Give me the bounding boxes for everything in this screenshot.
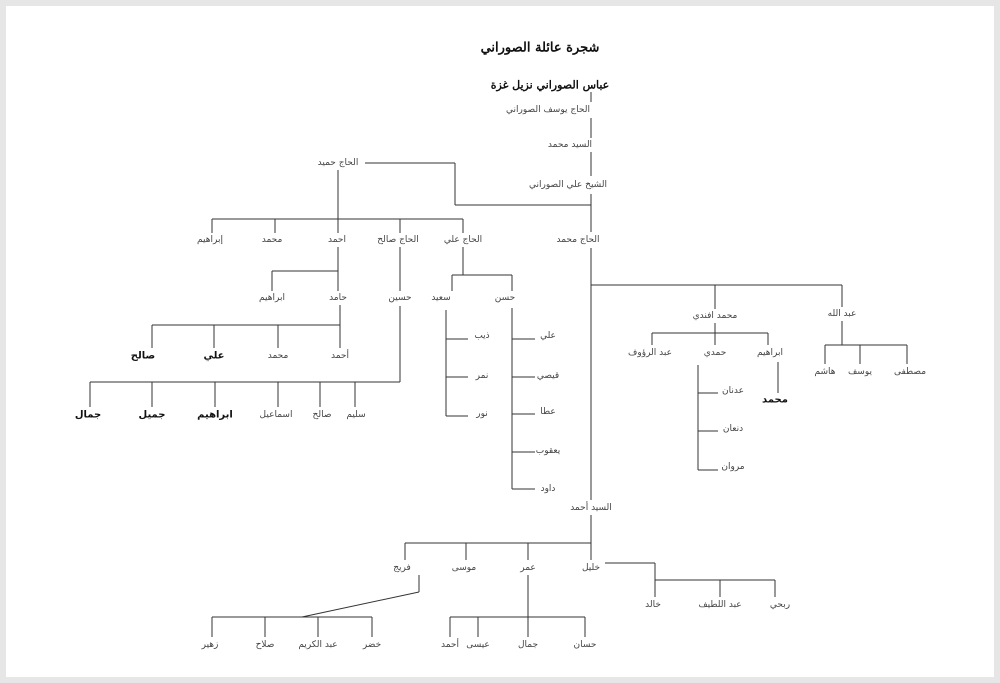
person: محمد <box>261 235 283 245</box>
person: داود <box>540 484 556 494</box>
person: عبد الله <box>827 309 857 319</box>
person: الحاج حميد <box>317 158 359 168</box>
person: قيصي <box>536 371 560 381</box>
person: نور <box>476 409 488 419</box>
person: دنعان <box>722 424 744 434</box>
person: خضر <box>362 640 382 650</box>
person: مصطفى <box>893 367 927 377</box>
person: اسماعيل <box>259 410 293 420</box>
person: جمال <box>74 409 102 421</box>
person: سعيد <box>431 293 451 303</box>
person: السيد محمد <box>547 140 593 150</box>
person: عيسى <box>466 640 490 650</box>
person: جمال <box>517 640 539 650</box>
person: عبد الرؤوف <box>628 348 672 358</box>
person: حسين <box>388 293 412 303</box>
person: هاشم <box>814 367 836 377</box>
person: فريج <box>393 563 411 573</box>
person: الحاج محمد <box>556 235 600 245</box>
person: يعقوب <box>535 446 561 456</box>
person: احمد <box>328 235 346 245</box>
person: محمد <box>762 394 788 406</box>
person: موسى <box>451 563 477 573</box>
person: حامد <box>329 293 347 303</box>
person: السيد أحمد <box>570 503 612 513</box>
person: جميل <box>138 409 166 421</box>
person: أحمد <box>441 640 459 650</box>
person: ابراهيم <box>259 293 285 303</box>
person: ابراهيم <box>757 348 783 358</box>
person: عمر <box>520 563 536 573</box>
person: ابراهيم <box>197 409 233 421</box>
person: حسان <box>573 640 597 650</box>
person: محمد <box>267 351 289 361</box>
person: يوسف <box>847 367 873 377</box>
person: عطا <box>540 407 556 417</box>
person: ذيب <box>474 331 490 341</box>
person: علي <box>203 350 225 362</box>
person: زهير <box>201 640 219 650</box>
person: صالح <box>130 350 156 362</box>
family-tree-sheet <box>6 6 994 677</box>
person: عدنان <box>722 386 744 396</box>
person: صالح <box>312 410 332 420</box>
person: الحاج يوسف الصوراني <box>506 105 590 115</box>
person: سليم <box>346 410 366 420</box>
person: عبد الكريم <box>298 640 338 650</box>
person: صلاح <box>255 640 275 650</box>
tree-title: شجرة عائلة الصوراني <box>480 40 600 56</box>
person: الحاج صالح <box>377 235 419 245</box>
person: إبراهيم <box>197 235 223 245</box>
person: الحاج علي <box>443 235 483 245</box>
person: خالد <box>645 600 661 610</box>
person: عبد اللطيف <box>698 600 742 610</box>
person: خليل <box>581 563 601 573</box>
person: حمدي <box>703 348 727 358</box>
person: حسن <box>494 293 516 303</box>
person: نمر <box>475 371 489 381</box>
person: علي <box>540 331 556 341</box>
person: محمد افندي <box>692 311 738 321</box>
person-root: عباس الصوراني نزيل غزة <box>490 78 610 92</box>
person: ربحي <box>769 600 791 610</box>
person: أحمد <box>331 351 349 361</box>
person: مروان <box>721 462 745 472</box>
person: الشيخ علي الصوراني <box>529 180 607 190</box>
